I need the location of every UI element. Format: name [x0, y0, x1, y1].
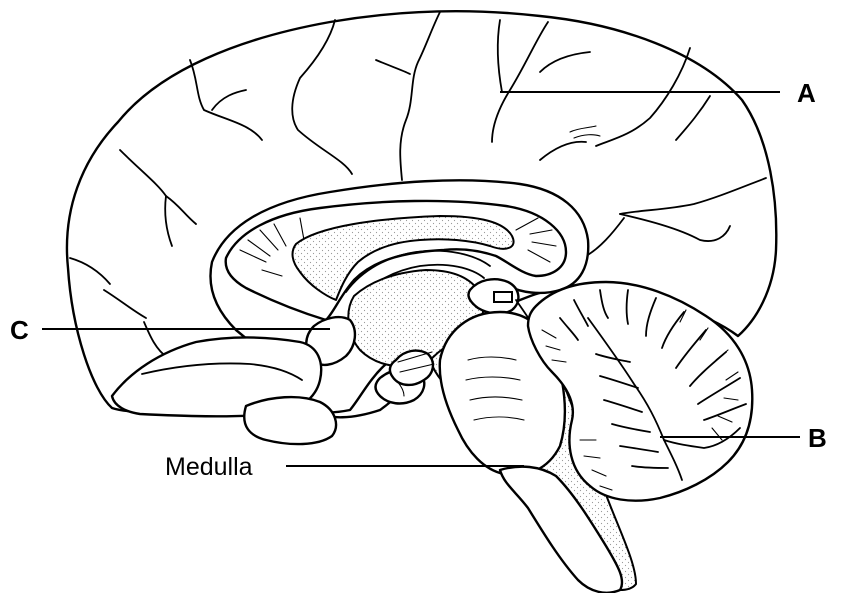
uncus — [244, 397, 336, 444]
label-a: A — [797, 78, 816, 108]
pineal-body — [494, 292, 512, 302]
label-medulla: Medulla — [165, 453, 253, 481]
label-b: B — [808, 423, 827, 453]
label-c: C — [10, 315, 29, 345]
